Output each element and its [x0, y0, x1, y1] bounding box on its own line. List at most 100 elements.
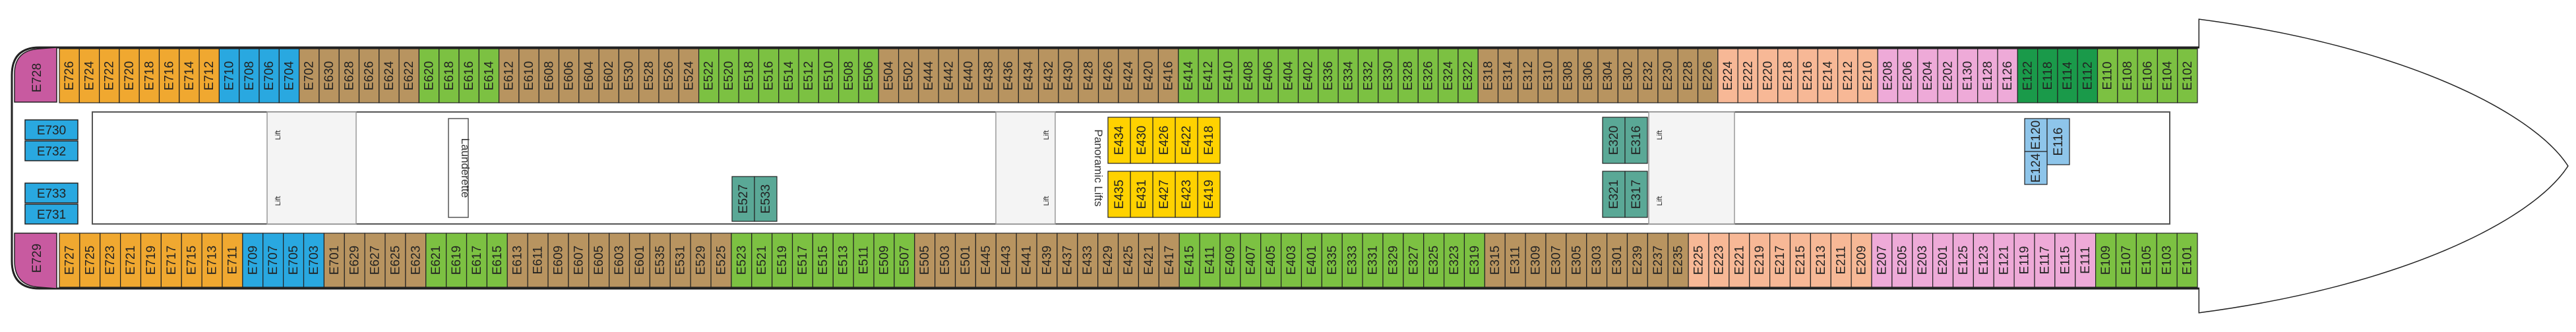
- cabin-E733[interactable]: [24, 182, 78, 204]
- cabin-E119[interactable]: [2013, 233, 2035, 288]
- cabin-E208[interactable]: [1877, 48, 1899, 103]
- cabin-E535[interactable]: [649, 233, 671, 288]
- cabin-E209[interactable]: [1851, 233, 1872, 288]
- cabin-E724[interactable]: [78, 48, 100, 103]
- cabin-E518[interactable]: [738, 48, 760, 103]
- cabin-E239[interactable]: [1626, 233, 1648, 288]
- cabin-E121[interactable]: [1993, 233, 2015, 288]
- cabin-E212[interactable]: [1837, 48, 1858, 103]
- cabin-E330[interactable]: [1378, 48, 1399, 103]
- cabin-E401[interactable]: [1301, 233, 1322, 288]
- cabin-E731[interactable]: [24, 204, 78, 225]
- cabin-E331[interactable]: [1362, 233, 1384, 288]
- cabin-E419[interactable]: [1197, 171, 1221, 218]
- cabin-E434[interactable]: [1107, 117, 1131, 164]
- cabin-E706[interactable]: [259, 48, 280, 103]
- cabin-E520[interactable]: [718, 48, 739, 103]
- cabin-E416[interactable]: [1157, 48, 1179, 103]
- cabin-E106[interactable]: [2137, 48, 2159, 103]
- cabin-E403[interactable]: [1280, 233, 1303, 288]
- cabin-E115[interactable]: [2054, 233, 2076, 288]
- cabin-E612[interactable]: [498, 48, 520, 103]
- cabin-E609[interactable]: [547, 233, 569, 288]
- cabin-E507[interactable]: [894, 233, 915, 288]
- cabin-E333[interactable]: [1341, 233, 1363, 288]
- cabin-E323[interactable]: [1443, 233, 1465, 288]
- cabin-E237[interactable]: [1647, 233, 1669, 288]
- cabin-E103[interactable]: [2156, 233, 2178, 288]
- cabin-E502[interactable]: [898, 48, 919, 103]
- cabin-E712[interactable]: [199, 48, 220, 103]
- cabin-E203[interactable]: [1912, 233, 1934, 288]
- cabin-E411[interactable]: [1199, 233, 1221, 288]
- cabin-E130[interactable]: [1957, 48, 1978, 103]
- cabin-E703[interactable]: [303, 233, 324, 288]
- cabin-E108[interactable]: [2117, 48, 2138, 103]
- cabin-E116[interactable]: [2046, 118, 2070, 165]
- cabin-E524[interactable]: [678, 48, 700, 103]
- cabin-E516[interactable]: [758, 48, 780, 103]
- stern-cabin-top[interactable]: [14, 47, 57, 103]
- cabin-E112[interactable]: [2077, 48, 2099, 103]
- cabin-E521[interactable]: [751, 233, 773, 288]
- cabin-E623[interactable]: [405, 233, 427, 288]
- cabin-E616[interactable]: [458, 48, 479, 103]
- cabin-E725[interactable]: [79, 233, 101, 288]
- cabin-E335[interactable]: [1321, 233, 1343, 288]
- cabin-E307[interactable]: [1545, 233, 1567, 288]
- cabin-E218[interactable]: [1777, 48, 1798, 103]
- cabin-E511[interactable]: [853, 233, 874, 288]
- cabin-E618[interactable]: [439, 48, 460, 103]
- cabin-E334[interactable]: [1337, 48, 1359, 103]
- cabin-E316[interactable]: [1624, 117, 1648, 164]
- cabin-E615[interactable]: [486, 233, 508, 288]
- cabin-E431[interactable]: [1130, 171, 1153, 218]
- cabin-E510[interactable]: [818, 48, 840, 103]
- cabin-E719[interactable]: [140, 233, 162, 288]
- cabin-E514[interactable]: [778, 48, 799, 103]
- cabin-E505[interactable]: [914, 233, 936, 288]
- cabin-E122[interactable]: [2017, 48, 2039, 103]
- cabin-E204[interactable]: [1917, 48, 1938, 103]
- cabin-E438[interactable]: [978, 48, 999, 103]
- cabin-E528[interactable]: [638, 48, 659, 103]
- cabin-E422[interactable]: [1175, 117, 1198, 164]
- cabin-E525[interactable]: [710, 233, 732, 288]
- cabin-E228[interactable]: [1677, 48, 1699, 103]
- cabin-E604[interactable]: [578, 48, 599, 103]
- cabin-E206[interactable]: [1897, 48, 1918, 103]
- cabin-E324[interactable]: [1438, 48, 1459, 103]
- cabin-E406[interactable]: [1258, 48, 1279, 103]
- cabin-E610[interactable]: [518, 48, 539, 103]
- cabin-E506[interactable]: [858, 48, 879, 103]
- cabin-E519[interactable]: [772, 233, 793, 288]
- cabin-E417[interactable]: [1158, 233, 1180, 288]
- cabin-E726[interactable]: [59, 48, 80, 103]
- cabin-E617[interactable]: [466, 233, 487, 288]
- cabin-E428[interactable]: [1078, 48, 1099, 103]
- cabin-E526[interactable]: [658, 48, 679, 103]
- cabin-E114[interactable]: [2057, 48, 2078, 103]
- cabin-E436[interactable]: [998, 48, 1019, 103]
- cabin-E445[interactable]: [975, 233, 997, 288]
- cabin-E219[interactable]: [1749, 233, 1771, 288]
- cabin-E704[interactable]: [278, 48, 300, 103]
- cabin-E705[interactable]: [283, 233, 305, 288]
- cabin-E513[interactable]: [832, 233, 854, 288]
- cabin-E117[interactable]: [2034, 233, 2056, 288]
- cabin-E109[interactable]: [2095, 233, 2117, 288]
- cabin-E415[interactable]: [1179, 233, 1200, 288]
- cabin-E312[interactable]: [1518, 48, 1539, 103]
- cabin-E306[interactable]: [1578, 48, 1599, 103]
- cabin-E509[interactable]: [873, 233, 895, 288]
- cabin-E533[interactable]: [754, 176, 778, 222]
- cabin-E720[interactable]: [119, 48, 140, 103]
- cabin-E235[interactable]: [1667, 233, 1689, 288]
- cabin-E714[interactable]: [179, 48, 200, 103]
- cabin-E309[interactable]: [1525, 233, 1547, 288]
- cabin-E730[interactable]: [24, 119, 78, 140]
- cabin-E627[interactable]: [364, 233, 386, 288]
- cabin-E529[interactable]: [690, 233, 712, 288]
- cabin-E210[interactable]: [1857, 48, 1878, 103]
- cabin-E530[interactable]: [618, 48, 640, 103]
